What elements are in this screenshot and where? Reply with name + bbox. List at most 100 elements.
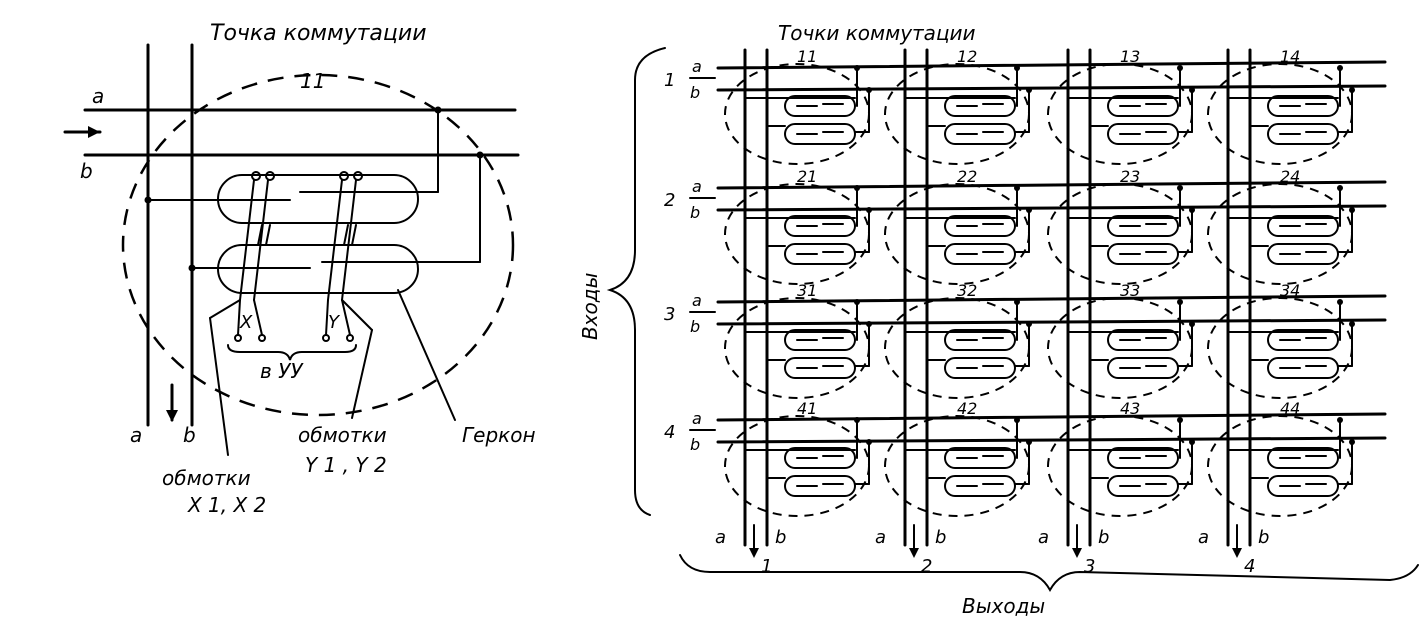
output-number-3: 3	[1084, 556, 1095, 577]
reed-tube-bottom-11	[784, 123, 856, 145]
reed-tube-top-34	[1267, 329, 1339, 351]
reed-tube-bottom-32	[944, 357, 1016, 379]
reed-tube-top-11	[784, 95, 856, 117]
junction-a-24	[1337, 185, 1343, 191]
right-title: Точки коммутации	[778, 21, 976, 45]
input-wire-a-4	[716, 412, 1387, 422]
crosspoint-boundary-13	[1047, 63, 1193, 165]
input-wire-a-1	[716, 60, 1387, 70]
crosspoint-boundary-23	[1047, 183, 1193, 285]
reed-tube-bottom-23	[1107, 243, 1179, 265]
reed-tube-bottom-14	[1267, 123, 1339, 145]
junction-out-b	[188, 264, 196, 272]
input-wire-b-4	[716, 436, 1387, 444]
crosspoint-boundary	[121, 73, 515, 417]
junction-a-11	[854, 65, 860, 71]
reed-tube-bottom-44	[1267, 475, 1339, 497]
outputs-label: Выходы	[962, 594, 1045, 618]
junction-out-a	[144, 196, 152, 204]
junction-a-41	[854, 417, 860, 423]
crosspoint-boundary-32	[884, 297, 1030, 399]
junction-b-12	[1026, 87, 1032, 93]
crosspoint-boundary-34	[1207, 297, 1353, 399]
junction-a-12	[1014, 65, 1020, 71]
junction-b-33	[1189, 321, 1195, 327]
windings-x-sub: X 1, X 2	[187, 493, 266, 517]
junction-a-42	[1014, 417, 1020, 423]
crosspoint-boundary-44	[1207, 415, 1353, 517]
input-wire-b-2	[716, 204, 1387, 212]
windings-y-label: обмотки	[298, 423, 387, 447]
lead-y-long	[351, 329, 373, 419]
junction-a-23	[1177, 185, 1183, 191]
input-label-b-3: b	[690, 317, 700, 336]
inputs-label: Входы	[578, 273, 602, 340]
coil-y	[322, 171, 363, 342]
output-label-b-3: b	[1098, 527, 1109, 548]
left-bottom-b: b	[183, 423, 196, 447]
junction-a-22	[1014, 185, 1020, 191]
crosspoint-boundary-24	[1207, 183, 1353, 285]
output-label-a-3: a	[1038, 527, 1049, 548]
junction-b-23	[1189, 207, 1195, 213]
input-number-4: 4	[664, 422, 675, 443]
reed-tube-bottom-13	[1107, 123, 1179, 145]
left-label-a: a	[92, 84, 104, 108]
crosspoint-boundary-14	[1207, 63, 1353, 165]
reed-tube-bottom-33	[1107, 357, 1179, 379]
output-arrow-head-1	[749, 548, 759, 558]
crosspoint-label-13: 13	[1120, 47, 1140, 66]
junction-a-32	[1014, 299, 1020, 305]
reed-tube-bottom-12	[944, 123, 1016, 145]
crosspoint-label-34: 34	[1280, 281, 1300, 300]
junction-b	[476, 151, 484, 159]
reed-tube-top-43	[1107, 447, 1179, 469]
input-number-2: 2	[664, 190, 675, 211]
output-arrow-head-4	[1232, 548, 1242, 558]
junction-b-14	[1349, 87, 1355, 93]
reed-tube-top-21	[784, 215, 856, 237]
reed-tube-top-14	[1267, 95, 1339, 117]
input-wire-b-3	[716, 318, 1387, 326]
output-label-b-1: b	[775, 527, 786, 548]
junction-a-14	[1337, 65, 1343, 71]
crosspoint-label-23: 23	[1120, 167, 1140, 186]
input-wire-b-1	[716, 84, 1387, 92]
junction-b-44	[1349, 439, 1355, 445]
input-number-3: 3	[664, 304, 675, 325]
input-label-a-1: a	[692, 57, 702, 76]
reed-tube-bottom-24	[1267, 243, 1339, 265]
junction-b-34	[1349, 321, 1355, 327]
output-number-4: 4	[1244, 556, 1255, 577]
input-label-b-4: b	[690, 435, 700, 454]
coil-x-label: X	[239, 312, 253, 333]
reed-tube-bottom-43	[1107, 475, 1179, 497]
input-label-b-1: b	[690, 83, 700, 102]
input-label-a-4: a	[692, 409, 702, 428]
junction-a-43	[1177, 417, 1183, 423]
lead-x1	[209, 299, 241, 319]
input-wire-a-2	[716, 180, 1387, 190]
junction-a-13	[1177, 65, 1183, 71]
junction-a	[434, 106, 442, 114]
outputs-brace	[679, 554, 1419, 593]
crosspoint-label-31: 31	[797, 281, 817, 300]
reed-tube-top-32	[944, 329, 1016, 351]
reed-tube-top-23	[1107, 215, 1179, 237]
coil-x	[234, 171, 275, 342]
left-title: Точка коммутации	[210, 21, 427, 46]
reed-pointer	[397, 289, 456, 421]
junction-a-44	[1337, 417, 1343, 423]
input-wire-a-3	[716, 294, 1387, 304]
junction-a-33	[1177, 299, 1183, 305]
crosspoint-label-21: 21	[797, 167, 817, 186]
lead-y1	[341, 299, 373, 331]
junction-b-22	[1026, 207, 1032, 213]
junction-a-31	[854, 299, 860, 305]
input-label-a-3: a	[692, 291, 702, 310]
input-label-b-2: b	[690, 203, 700, 222]
lead-x-long	[209, 317, 229, 456]
junction-a-21	[854, 185, 860, 191]
